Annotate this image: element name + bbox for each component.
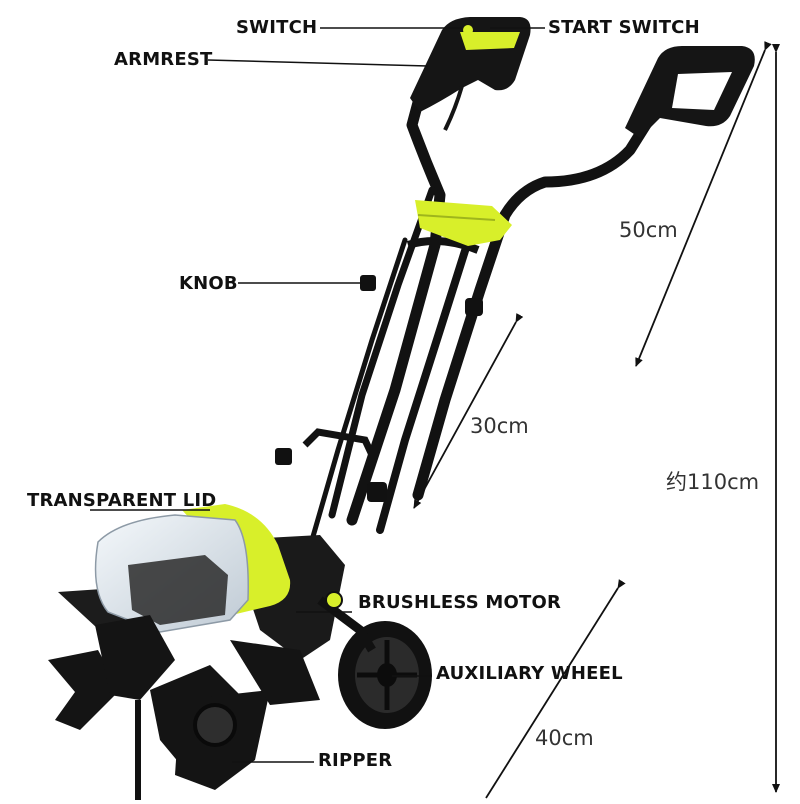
start-switch-lever	[460, 32, 520, 50]
tine-hub	[193, 703, 237, 747]
handle-width-arrow	[635, 41, 772, 367]
dim-handle-width: 50cm	[619, 218, 678, 242]
dim-tine-width: 40cm	[535, 726, 594, 750]
tine-width-arrow	[485, 579, 626, 799]
battery-pack	[128, 555, 228, 625]
dimension-arrows	[413, 41, 780, 799]
auxiliary-wheel	[338, 621, 432, 729]
dim-total-height: 约110cm	[666, 470, 760, 494]
label-brushless-motor: BRUSHLESS MOTOR	[358, 592, 562, 613]
lower-crossbar	[302, 428, 376, 457]
label-armrest: ARMREST	[114, 49, 213, 70]
wheel-bracket	[317, 596, 376, 653]
label-switch: SWITCH	[236, 17, 318, 38]
upper-crossbar	[406, 237, 480, 254]
frame-length-arrow	[413, 313, 524, 509]
switch-dot	[463, 25, 473, 35]
handle-bracket	[415, 200, 512, 246]
knob-lower	[275, 448, 387, 502]
motor-bolt	[325, 591, 343, 609]
knob-upper	[360, 275, 483, 316]
label-auxiliary-wheel: AUXILIARY WHEEL	[436, 663, 623, 684]
label-start-switch: START SWITCH	[548, 17, 700, 38]
callout-lines	[90, 27, 545, 763]
label-ripper: RIPPER	[318, 750, 393, 771]
dim-frame-length: 30cm	[470, 414, 529, 438]
label-transparent-lid: TRANSPARENT LID	[27, 490, 217, 511]
label-knob: KNOB	[179, 273, 238, 294]
grip-cable	[443, 85, 464, 131]
